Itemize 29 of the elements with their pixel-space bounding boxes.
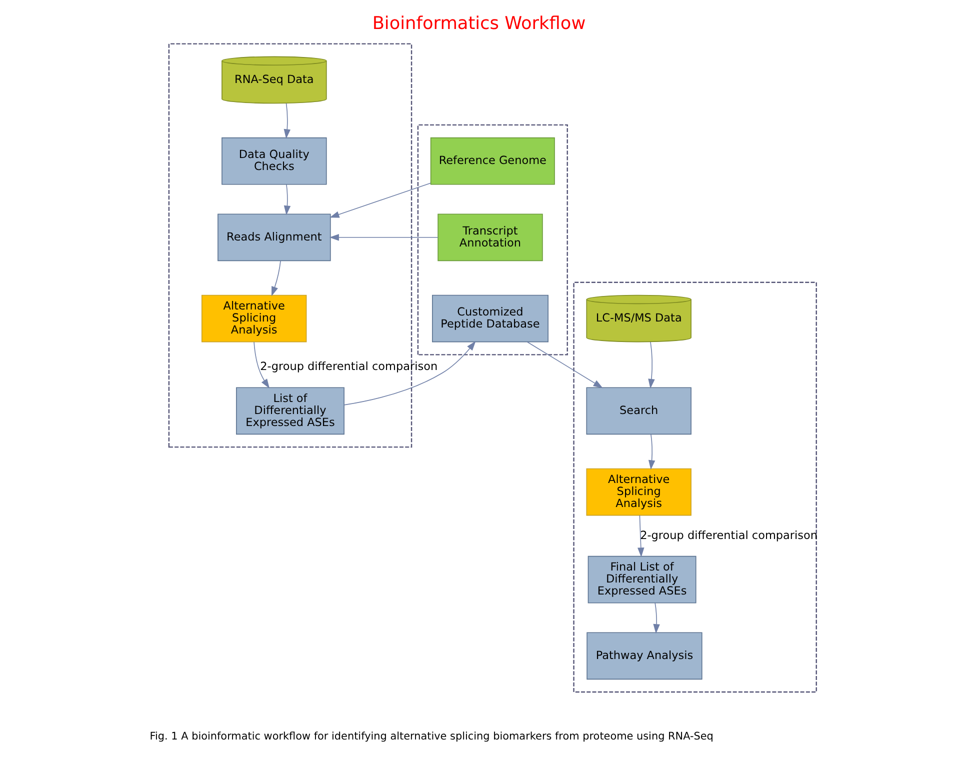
cluster <box>572 282 816 693</box>
arrow <box>270 260 280 296</box>
node-box: List of Differentially Expressed ASEs <box>236 387 344 435</box>
node-box: Alternative Splicing Analysis <box>200 294 306 342</box>
node-box: Alternative Splicing Analysis <box>586 468 691 516</box>
node-box: Pathway Analysis <box>586 632 702 680</box>
node-box: Reference Genome <box>430 137 554 185</box>
edge-label: 2-group differential comparison <box>640 528 818 542</box>
arrow <box>328 234 438 241</box>
node-box: Search <box>586 387 691 435</box>
arrow <box>283 184 290 216</box>
node-box: Transcript Annotation <box>437 214 542 262</box>
node-box: Reads Alignment <box>217 214 330 262</box>
arrow <box>253 342 270 389</box>
node-box: Final List of Differentially Expressed ASEs <box>587 556 696 604</box>
arrow <box>343 341 476 406</box>
cluster <box>416 124 568 356</box>
node-box: Data Quality Checks <box>221 137 326 185</box>
arrow <box>648 434 655 470</box>
diagram-title: Bioinformatics Workflow <box>372 14 586 34</box>
arrow <box>283 102 290 139</box>
arrow <box>329 182 431 218</box>
arrow <box>526 342 602 388</box>
edge-label: 2-group differential comparison <box>260 360 438 374</box>
arrow <box>648 342 654 389</box>
caption: Fig. 1 A bioinformatic workflow for identifying alternative splicing biomarkers from proteome using RNA-Seq <box>149 730 713 743</box>
arrow <box>637 515 644 558</box>
arrow <box>652 602 660 634</box>
node-box: Customized Peptide Database <box>432 294 548 342</box>
